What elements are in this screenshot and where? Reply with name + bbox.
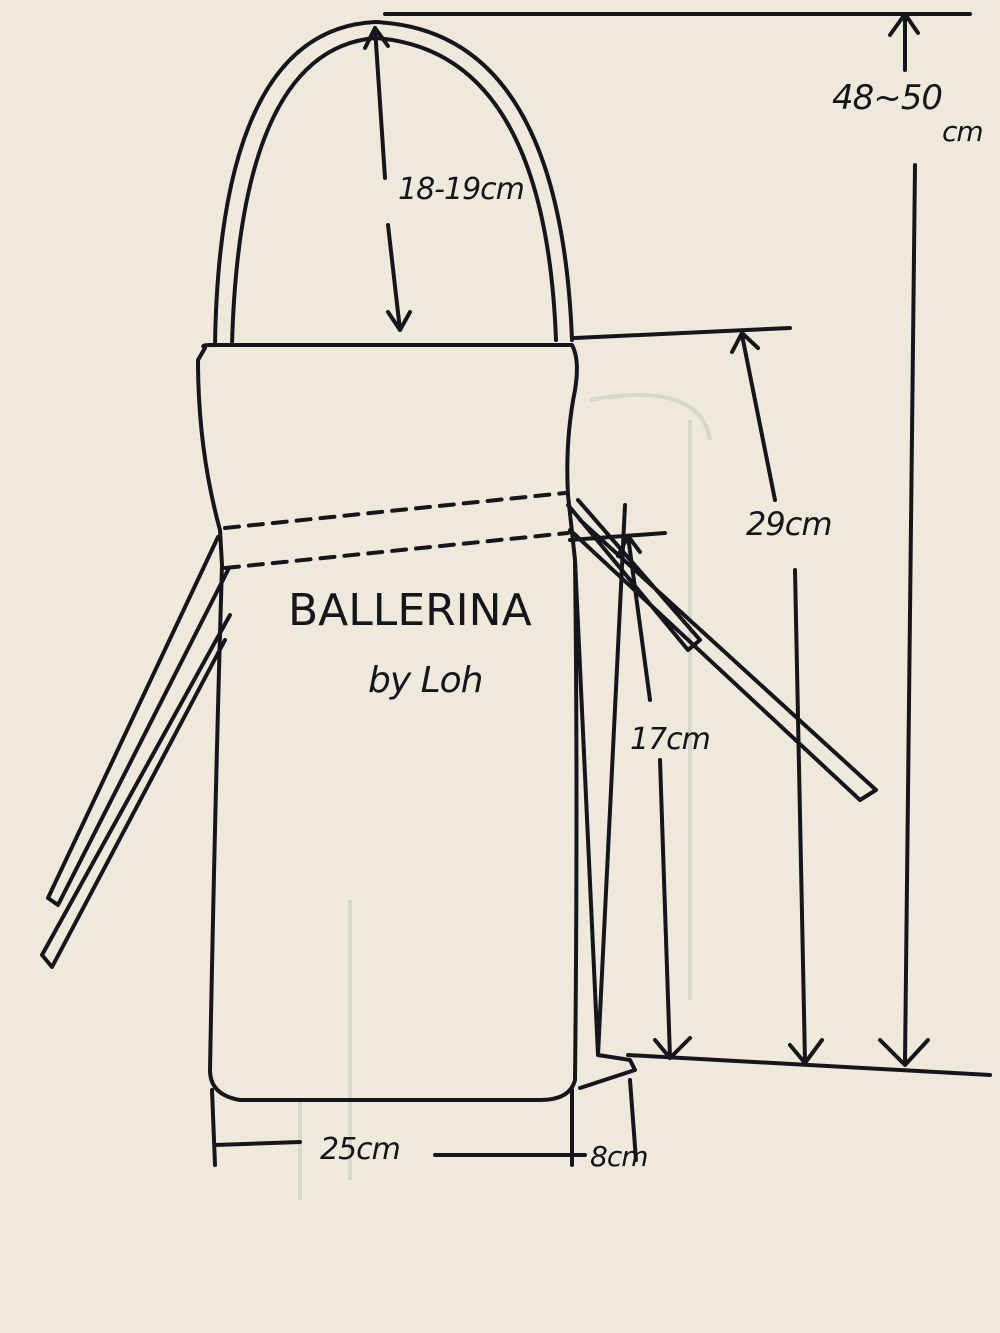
drawstring-channel-top	[223, 491, 567, 530]
strap-drop-label: 18-19cm	[398, 172, 525, 207]
total-height-unit: cm	[942, 115, 984, 148]
width-label: 25cm	[320, 1132, 401, 1167]
depth-label: 8cm	[590, 1140, 648, 1173]
bag-body-outline	[196, 343, 579, 1102]
brand-title: BALLERINA	[288, 585, 532, 636]
brand-subtitle: by Loh	[368, 660, 483, 701]
handle-strap-outer	[213, 20, 574, 347]
drawstring-channel-bottom	[223, 531, 570, 570]
left-tie	[40, 535, 232, 969]
tie-height-label: 17cm	[630, 722, 711, 757]
dimension-lines	[210, 12, 992, 1167]
total-height-value: 48~50	[832, 78, 943, 118]
right-tie	[566, 498, 878, 802]
bag-side-gusset	[573, 503, 637, 1090]
body-height-label: 29cm	[746, 505, 832, 543]
paper-bleed-through	[298, 393, 712, 1200]
